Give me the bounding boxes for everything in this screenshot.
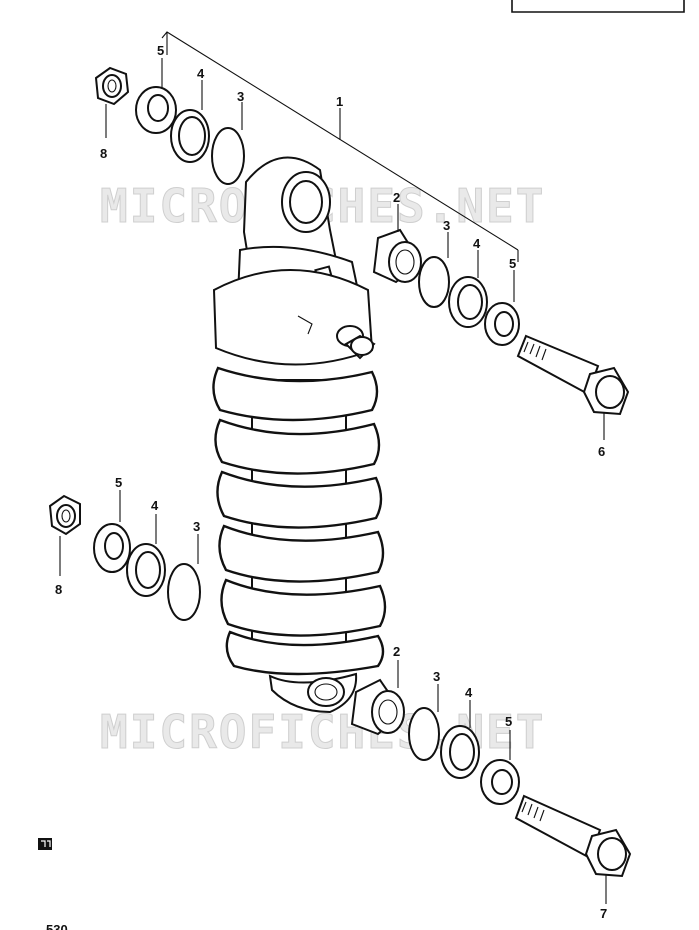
washer-5-lower-right	[480, 759, 520, 805]
callout-1: 1	[336, 94, 343, 109]
logo-mark	[38, 838, 52, 850]
callout-7: 7	[600, 906, 607, 921]
callout-3-lower-left: 3	[193, 519, 200, 534]
header-frame	[511, 0, 685, 13]
washer-5-upper-left	[135, 86, 177, 134]
callout-2-lower: 2	[393, 644, 400, 659]
seal-4-upper-right	[448, 276, 488, 328]
callout-5-upper-left: 5	[157, 43, 164, 58]
seal-4-upper-left	[170, 109, 210, 163]
seal-4-lower-right	[440, 725, 480, 779]
bushing-2-lower	[350, 678, 405, 736]
ring-3-lower-left	[167, 563, 201, 621]
assembly-bracket	[161, 31, 519, 262]
seal-4-lower-left	[126, 543, 166, 597]
callout-4-lower-right: 4	[465, 685, 473, 700]
callout-4-upper-right: 4	[473, 236, 481, 251]
callout-5-lower-left: 5	[115, 475, 122, 490]
callout-8-lower: 8	[55, 582, 62, 597]
callout-5-lower-right: 5	[505, 714, 512, 729]
callout-3-upper-left: 3	[237, 89, 244, 104]
preload-knob	[336, 325, 376, 360]
callout-3-lower-right: 3	[433, 669, 440, 684]
nut-lower	[48, 494, 81, 536]
callout-2-upper: 2	[393, 190, 400, 205]
callout-8-upper: 8	[100, 146, 107, 161]
page-number: 530	[46, 922, 68, 930]
callout-5-upper-right: 5	[509, 256, 516, 271]
callout-6: 6	[598, 444, 605, 459]
ring-3-lower-right	[408, 707, 440, 761]
callout-4-lower-left: 4	[151, 498, 159, 513]
bolt-7	[514, 794, 632, 878]
bushing-2-upper	[372, 228, 422, 284]
nut-upper	[94, 66, 130, 106]
callout-3-upper-right: 3	[443, 218, 450, 233]
shock-absorber	[212, 156, 387, 714]
washer-5-lower-left	[93, 523, 131, 573]
washer-5-upper-right	[484, 302, 520, 346]
callout-4-upper-left: 4	[197, 66, 205, 81]
ring-3-upper-right	[418, 256, 450, 308]
bolt-6	[516, 334, 630, 416]
ring-3-upper-left	[211, 127, 245, 185]
